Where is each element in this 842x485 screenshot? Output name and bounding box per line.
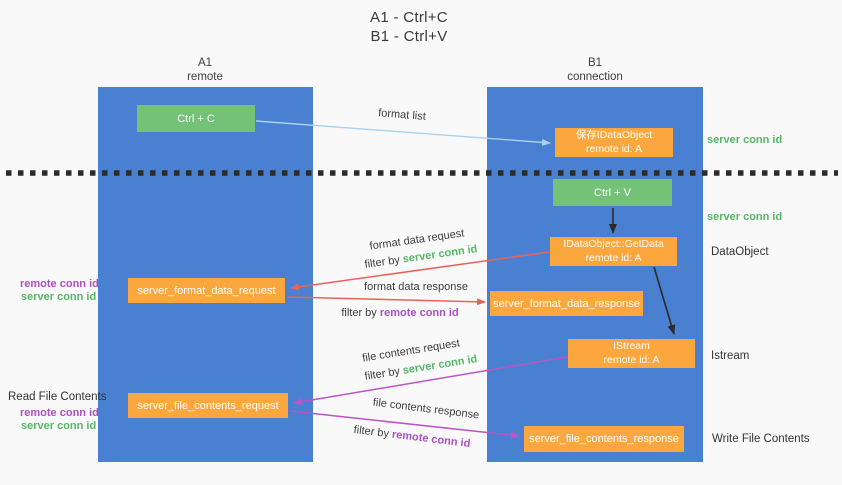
arrow-format-data-response (286, 296, 486, 306)
getdata-line1: IDataObject::GetData (563, 237, 664, 250)
istream-line2: remote id: A (603, 353, 660, 366)
node-server-file-contents-request: server_file_contents_request (128, 393, 288, 418)
label-filter-remote-conn-2: filter by remote conn id (353, 424, 471, 450)
node-server-file-contents-response: server_file_contents_response (524, 426, 684, 452)
lane-b-subtitle: connection (567, 71, 623, 84)
ctrl-v-label: Ctrl + V (594, 186, 631, 199)
page-title: A1 - Ctrl+C B1 - Ctrl+V (309, 8, 509, 46)
save-dataobject-line2: remote id: A (585, 142, 643, 155)
annotation-write-file-contents: Write File Contents (712, 433, 810, 445)
annotation-dataobject: DataObject (711, 246, 769, 258)
lane-a-name: A1 (197, 57, 213, 69)
label-file-contents-response: file contents response (372, 396, 480, 422)
filter-by-text: filter by (341, 307, 380, 319)
format-request-label: server_format_data_request (137, 284, 276, 297)
annotation-read-file-contents: Read File Contents (8, 391, 107, 403)
label-format-data-response: format data response (364, 281, 468, 293)
annotation-server-conn-id-left-2: server conn id (21, 420, 97, 432)
lane-b-name: B1 (587, 57, 603, 69)
filter-by-text: filter by (353, 423, 393, 441)
lane-a-header: A1 remote (150, 56, 260, 85)
node-server-format-data-response: server_format_data_response (490, 291, 643, 316)
node-istream: IStream remote id: A (568, 339, 695, 368)
node-idataobject-getdata: IDataObject::GetData remote id: A (550, 237, 677, 266)
ctrl-c-label: Ctrl + C (177, 112, 215, 125)
getdata-line2: remote id: A (585, 251, 642, 264)
lane-a-subtitle: remote (187, 71, 223, 84)
label-format-list: format list (377, 107, 427, 123)
node-ctrl-v: Ctrl + V (553, 179, 672, 206)
annotation-remote-conn-id-left-1: remote conn id (20, 278, 99, 290)
remote-conn-id-text: remote conn id (379, 307, 459, 319)
node-save-dataobject: 保存IDataObject remote id: A (555, 128, 673, 157)
save-dataobject-line1: 保存IDataObject (575, 128, 653, 141)
filter-by-text: filter by (363, 253, 404, 271)
title-line-1: A1 - Ctrl+C (370, 9, 448, 26)
file-response-label: server_file_contents_response (529, 433, 679, 445)
istream-line1: IStream (613, 339, 650, 352)
annotation-istream: Istream (711, 350, 750, 362)
title-line-2: B1 - Ctrl+V (370, 28, 448, 46)
server-conn-id-text: server conn id (401, 353, 479, 377)
node-ctrl-c: Ctrl + C (137, 105, 255, 132)
annotation-server-conn-id-top: server conn id (707, 134, 783, 146)
annotation-server-conn-id-mid: server conn id (707, 211, 783, 223)
node-server-format-data-request: server_format_data_request (128, 278, 285, 303)
remote-conn-id-text: remote conn id (391, 428, 471, 451)
file-request-label: server_file_contents_request (137, 399, 279, 412)
label-filter-remote-conn-1: filter by remote conn id (341, 307, 458, 319)
filter-by-text: filter by (363, 364, 404, 383)
format-response-label: server_format_data_response (493, 297, 640, 310)
lane-b-header: B1 connection (540, 56, 650, 85)
annotation-server-conn-id-left-1: server conn id (21, 291, 97, 303)
annotation-remote-conn-id-left-2: remote conn id (20, 407, 99, 419)
